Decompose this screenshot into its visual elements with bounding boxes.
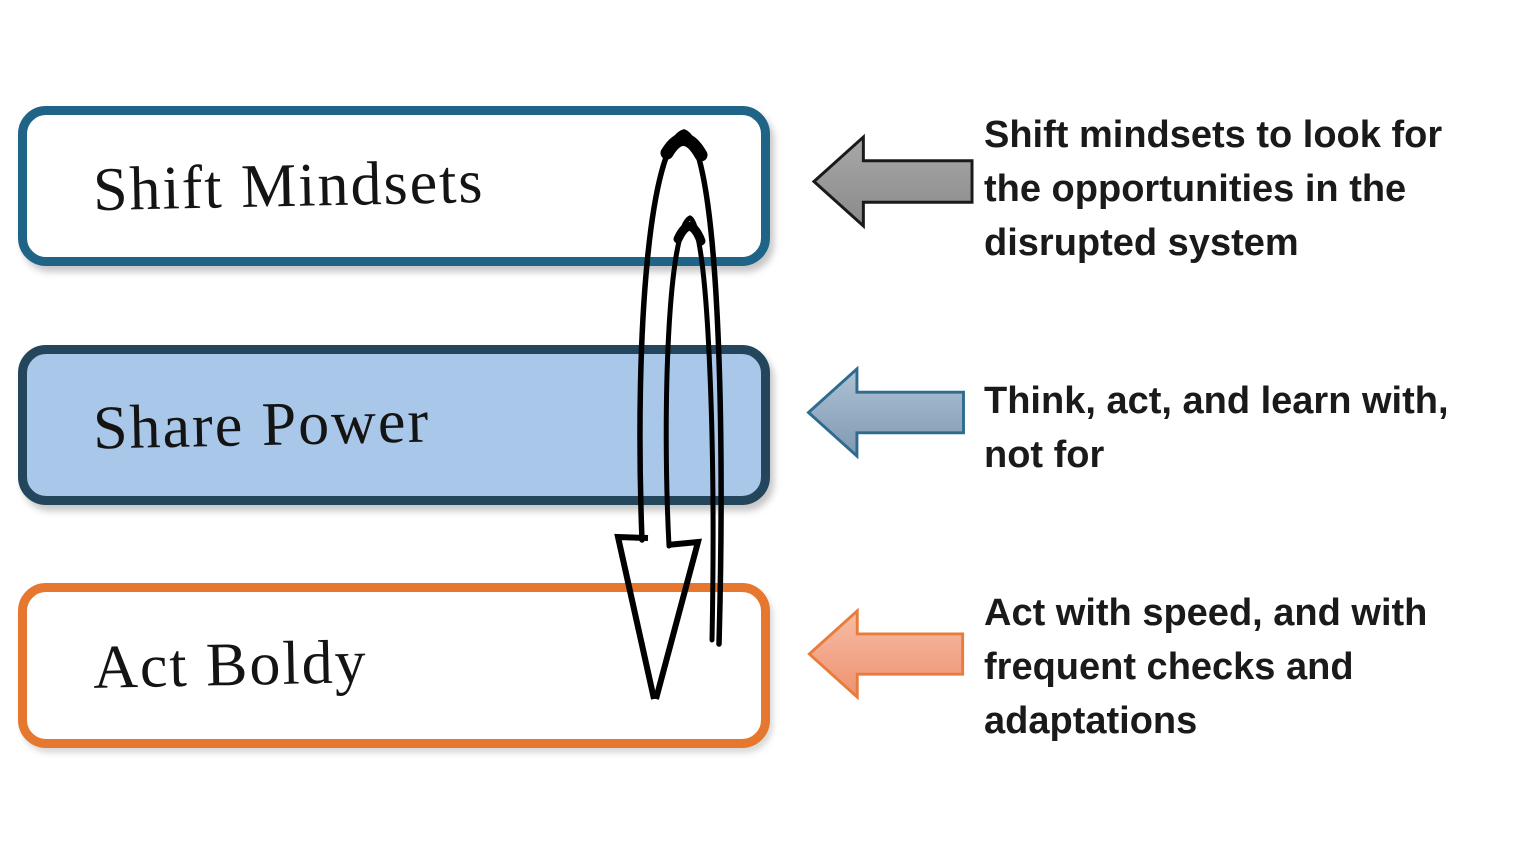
annotation-line: Shift mindsets to look for xyxy=(984,114,1443,156)
box-act-boldy-label: Act Boldy xyxy=(92,628,369,702)
annotation-line: frequent checks and xyxy=(984,646,1354,688)
annotation-line: disrupted system xyxy=(984,222,1299,264)
gray-left-arrow-icon xyxy=(812,133,974,230)
box-share-power-label: Share Power xyxy=(92,386,431,463)
annotation-line: not for xyxy=(984,434,1105,476)
box-act-boldy: Act Boldy xyxy=(18,583,770,748)
box-shift-mindsets-label: Shift Mindsets xyxy=(92,147,486,224)
annotation-share-power: Think, act, and learn with, not for xyxy=(984,374,1449,482)
annotation-line: the opportunities in the xyxy=(984,168,1407,210)
annotation-line: Think, act, and learn with, xyxy=(984,380,1449,422)
box-shift-mindsets: Shift Mindsets xyxy=(18,106,770,266)
annotation-act-boldy: Act with speed, and with frequent checks… xyxy=(984,586,1427,748)
blue-left-arrow-icon xyxy=(806,366,965,459)
annotation-line: Act with speed, and with xyxy=(984,592,1428,634)
annotation-line: adaptations xyxy=(984,700,1198,742)
box-share-power: Share Power xyxy=(18,345,770,505)
annotation-shift-mindsets: Shift mindsets to look for the opportuni… xyxy=(984,108,1442,270)
orange-left-arrow-icon xyxy=(807,608,965,700)
